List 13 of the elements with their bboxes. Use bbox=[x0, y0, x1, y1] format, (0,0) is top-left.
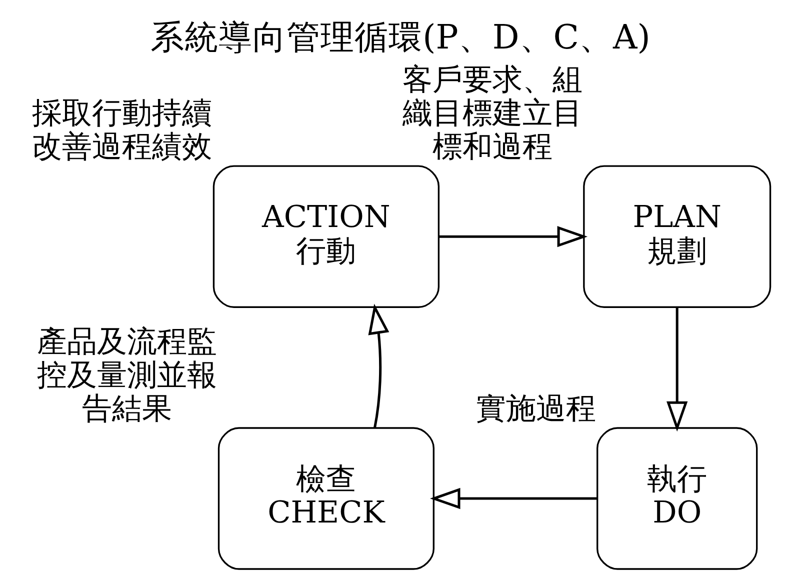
node-label: 實施過程 bbox=[476, 392, 596, 427]
node-box: PLAN 規劃 bbox=[582, 165, 771, 308]
arrow bbox=[430, 488, 597, 510]
node-box: 執行 DO bbox=[596, 427, 758, 570]
diagram-title: 系統導向管理循環(P、D、C、A) bbox=[150, 18, 650, 57]
arrow bbox=[666, 308, 688, 432]
node-box: ACTION 行動 bbox=[212, 165, 440, 308]
node-label: 產品及流程監控及量測並報告結果 bbox=[36, 324, 217, 427]
node-label: 採取行動持續改善過程績效 bbox=[32, 96, 212, 165]
arrow bbox=[368, 304, 389, 428]
arrow bbox=[438, 226, 588, 248]
node-label: 客戶要求、組織目標建立目標和過程 bbox=[402, 62, 582, 165]
node-box: 檢查 CHECK bbox=[217, 427, 434, 570]
